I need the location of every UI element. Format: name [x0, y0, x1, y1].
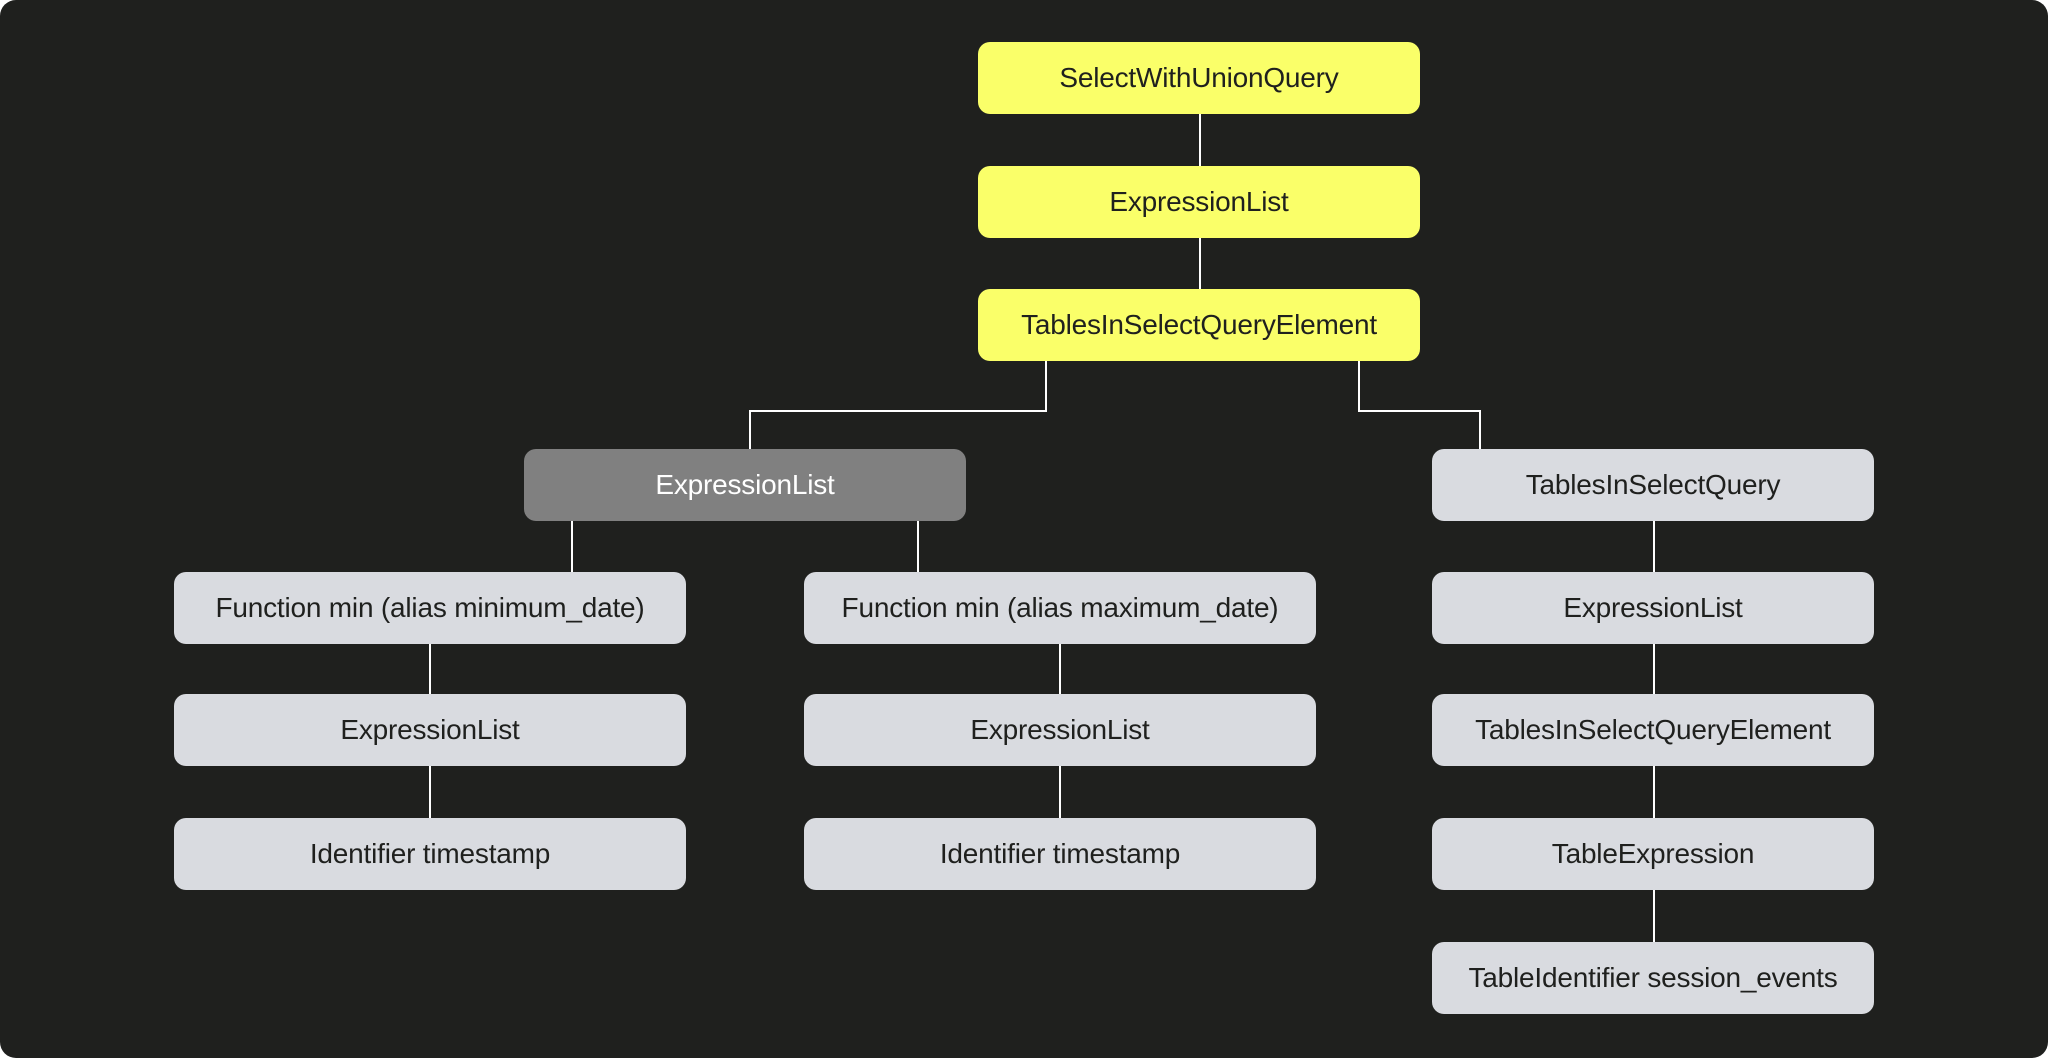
node-expression-list-left-b[interactable]: ExpressionList	[804, 694, 1316, 766]
node-tables-in-select-query[interactable]: TablesInSelectQuery	[1432, 449, 1874, 521]
node-tables-in-select-query-element-2[interactable]: TablesInSelectQueryElement	[1432, 694, 1874, 766]
node-function-min-maximum-date[interactable]: Function min (alias maximum_date)	[804, 572, 1316, 644]
edge-tables-element-to-tables-in-select-query	[1358, 361, 1481, 449]
node-table-expression[interactable]: TableExpression	[1432, 818, 1874, 890]
node-expression-list-left-a[interactable]: ExpressionList	[174, 694, 686, 766]
node-expression-list-selected[interactable]: ExpressionList	[524, 449, 966, 521]
node-function-min-minimum-date[interactable]: Function min (alias minimum_date)	[174, 572, 686, 644]
edge-tables-element-to-left-expression-list	[749, 361, 1047, 449]
node-tables-in-select-query-element[interactable]: TablesInSelectQueryElement	[978, 289, 1420, 361]
node-expression-list-right-1[interactable]: ExpressionList	[1432, 572, 1874, 644]
node-expression-list-top[interactable]: ExpressionList	[978, 166, 1420, 238]
node-table-identifier-session-events[interactable]: TableIdentifier session_events	[1432, 942, 1874, 1014]
node-identifier-timestamp-b[interactable]: Identifier timestamp	[804, 818, 1316, 890]
node-select-with-union-query[interactable]: SelectWithUnionQuery	[978, 42, 1420, 114]
node-identifier-timestamp-a[interactable]: Identifier timestamp	[174, 818, 686, 890]
